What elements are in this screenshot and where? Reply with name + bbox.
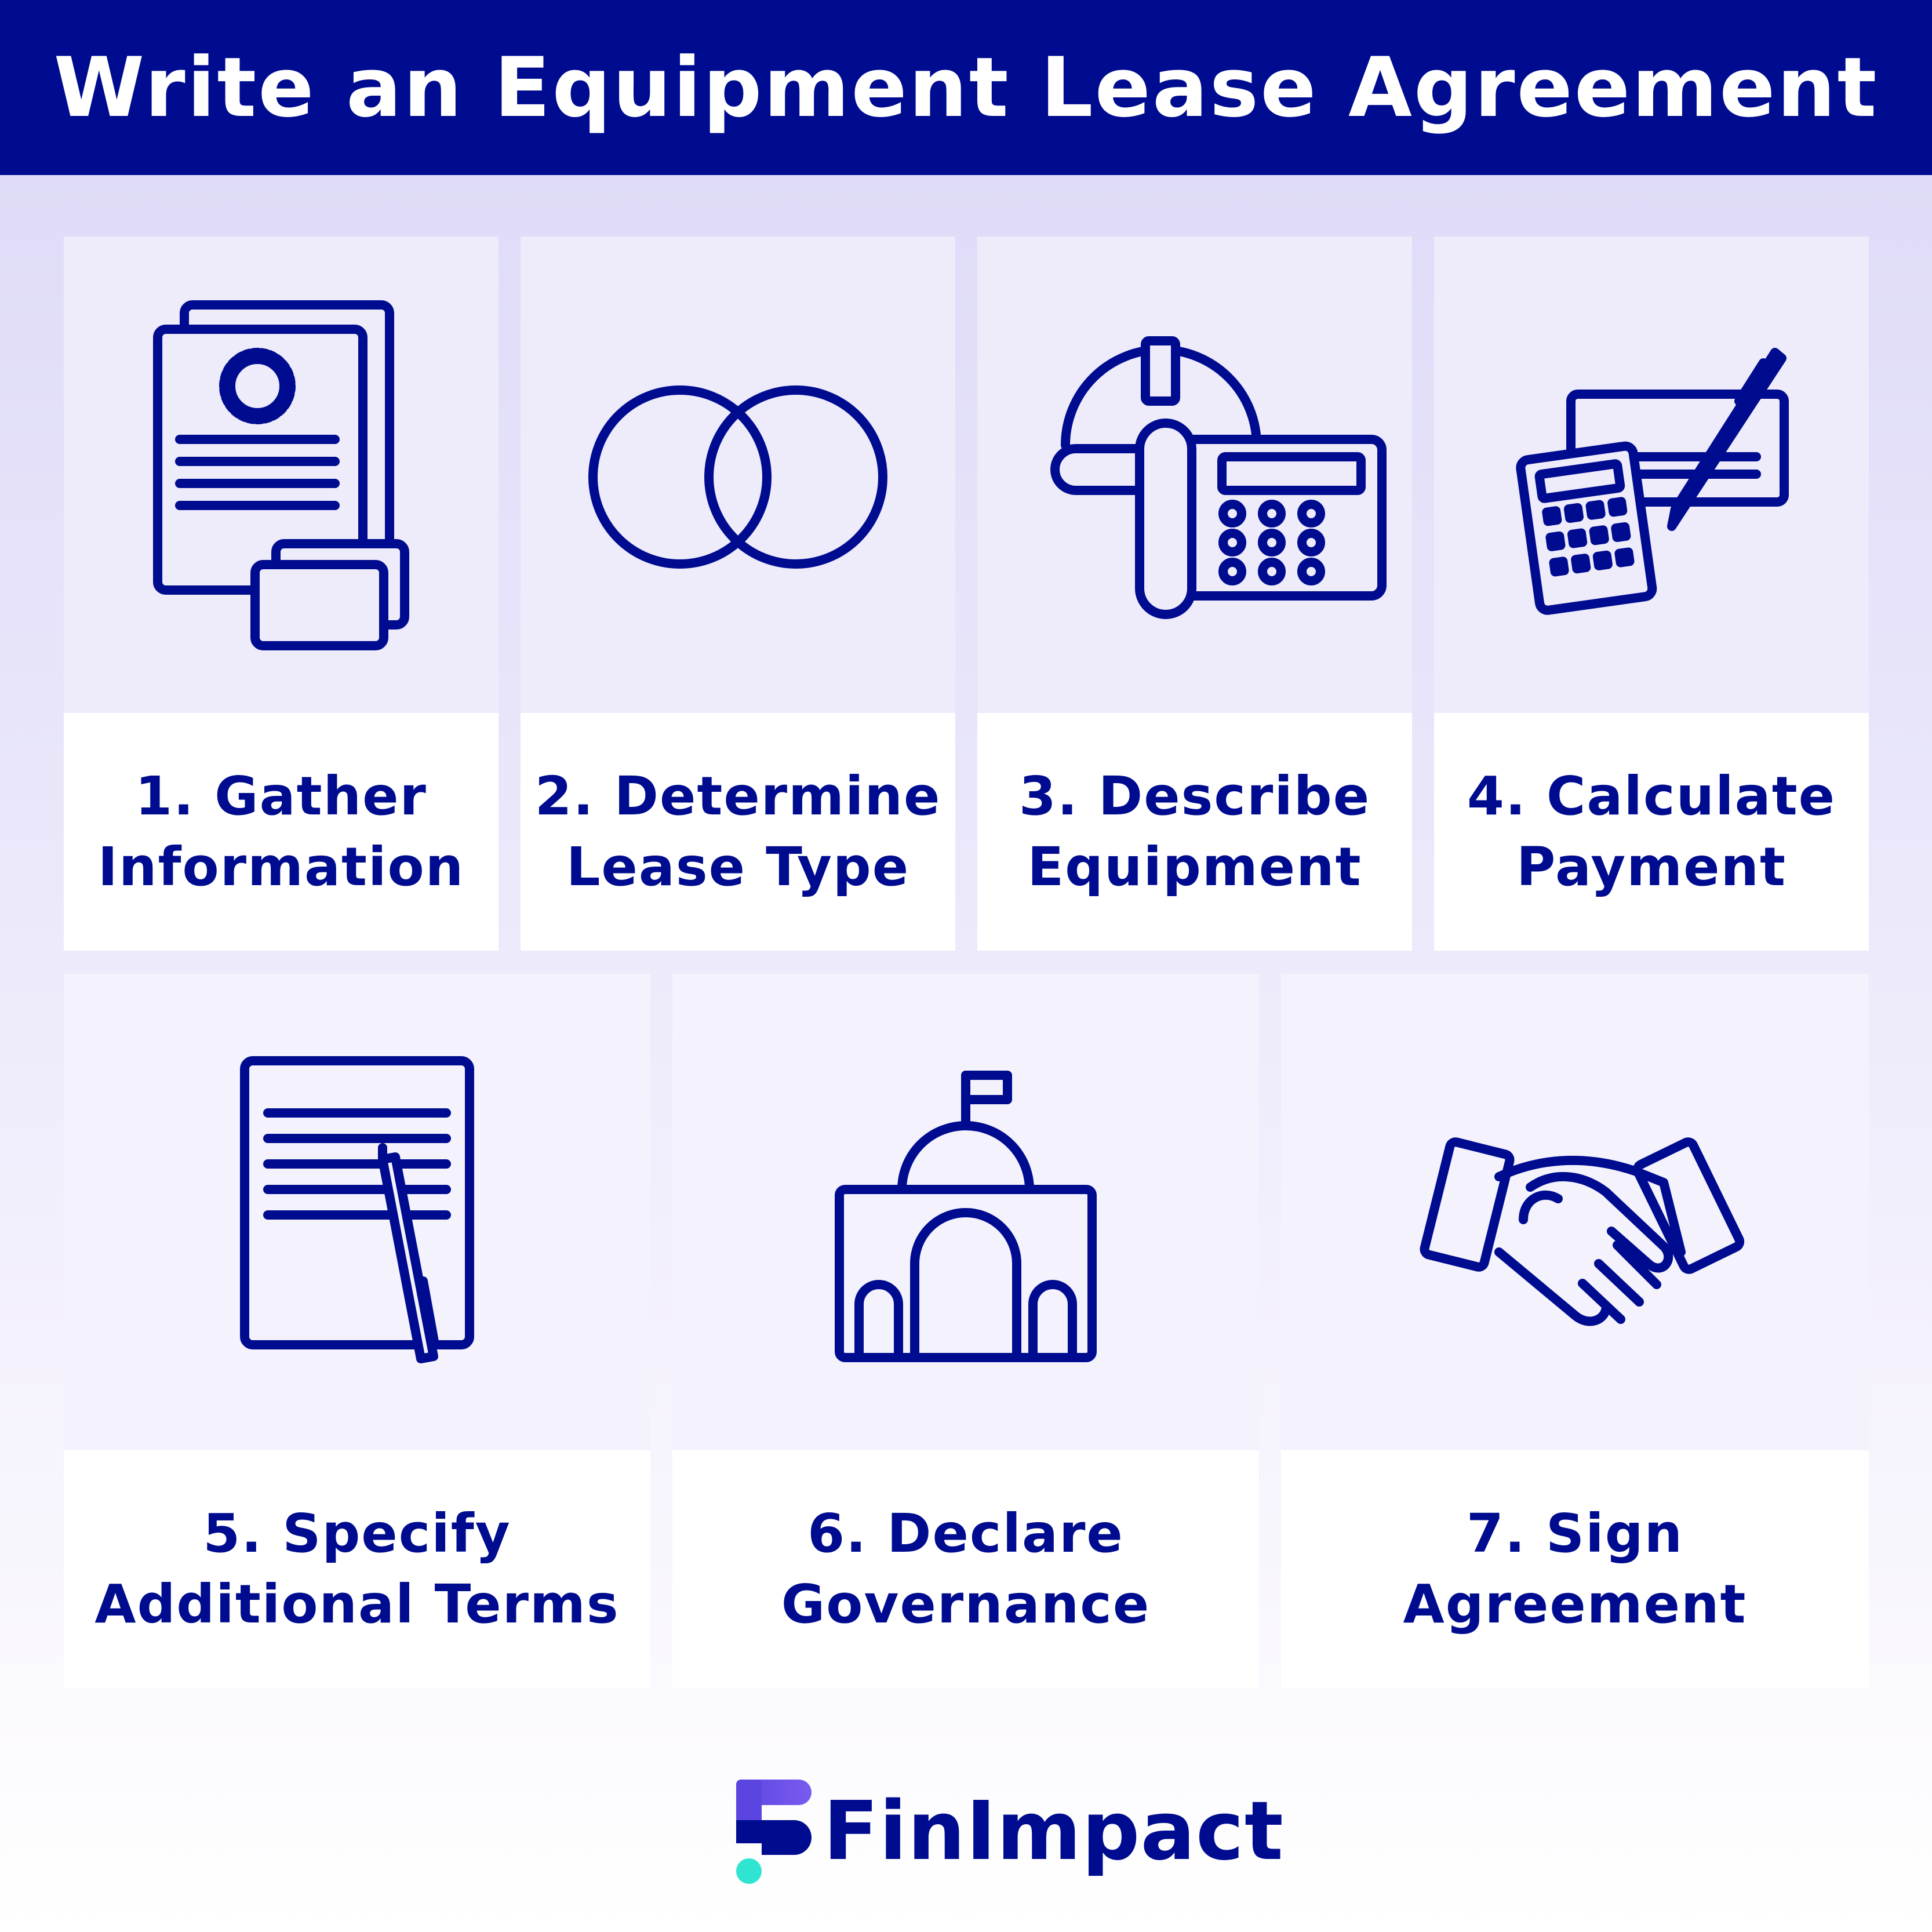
step-label-3: 3. Describe Equipment [1018,765,1371,898]
step-card-5: 5. Specify Additional Terms [64,974,650,1688]
step-label-2: 2. Determine Lease Type [534,765,941,898]
step-label-5: 5. Specify Additional Terms [94,1502,620,1635]
page-title: Write an Equipment Lease Agreement [53,39,1879,136]
step-label-1: 1. Gather Information [97,765,465,898]
finimpact-logo [730,1774,823,1884]
step-label-7: 7. Sign Agreement [1403,1502,1747,1635]
step-card-2: 2. Determine Lease Type [521,237,955,951]
step-label-6: 6. Declare Governance [781,1502,1151,1635]
title-banner: Write an Equipment Lease Agreement [0,0,1932,175]
step-card-6: 6. Declare Governance [672,974,1259,1688]
step-card-3: 3. Describe Equipment [977,237,1412,951]
step-label-4: 4. Calculate Payment [1467,765,1836,898]
brand-name: FinImpact [823,1784,1284,1879]
step-card-1: 1. Gather Information [64,237,499,951]
step-card-7: 7. Sign Agreement [1281,974,1869,1688]
step-card-4: 4. Calculate Payment [1434,237,1869,951]
